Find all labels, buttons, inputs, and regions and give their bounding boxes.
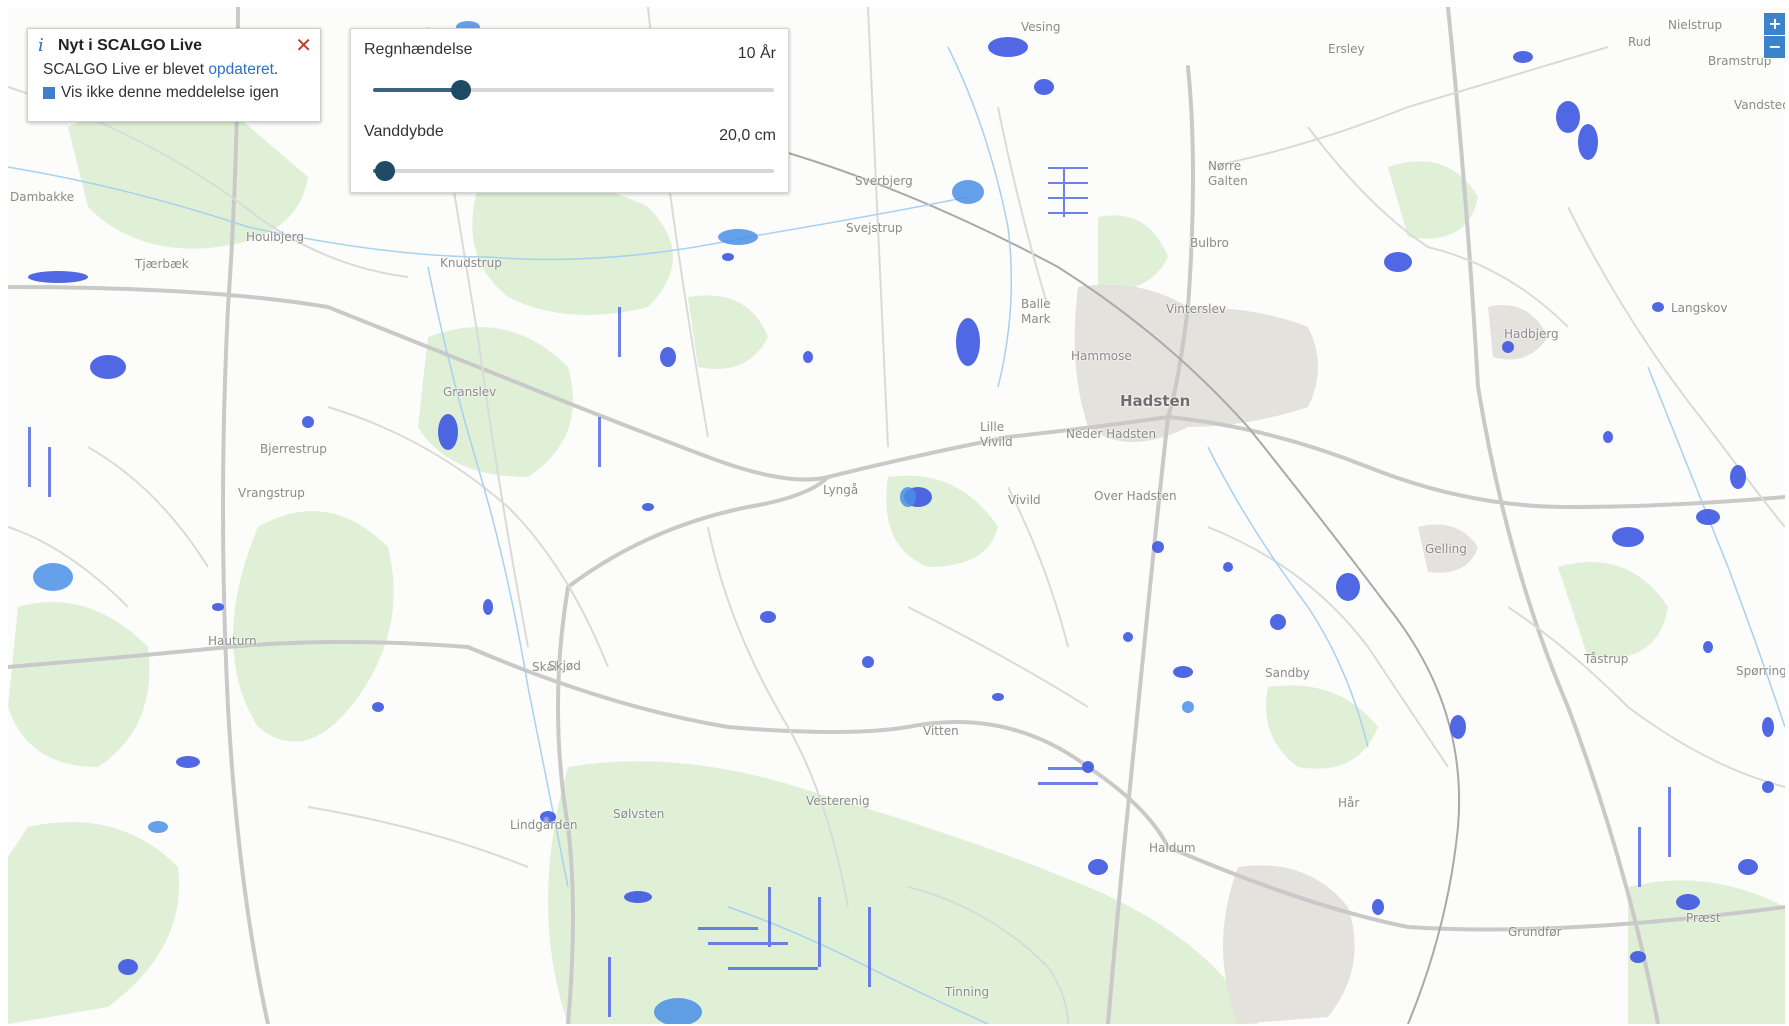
notice-title: Nyt i SCALGO Live xyxy=(58,37,203,54)
place-label: Bjerrestrup xyxy=(260,442,327,456)
flood-parameters-panel: Regnhændelse 10 År Vanddybde 20,0 cm xyxy=(350,28,789,193)
rain-event-slider[interactable] xyxy=(373,80,774,100)
place-label: Bramstrup xyxy=(1708,54,1772,68)
place-label: Lille Vivild xyxy=(980,420,1013,449)
place-label: Sølvsten xyxy=(613,807,665,821)
rain-event-value: 10 År xyxy=(737,45,776,62)
place-label: Lindgården xyxy=(510,818,578,832)
place-label: Hår xyxy=(1338,796,1360,810)
railway-line xyxy=(767,146,1461,1024)
dont-show-again-checkbox[interactable] xyxy=(43,87,55,99)
place-label: Balle Mark xyxy=(1021,297,1051,326)
rain-event-slider-fill xyxy=(373,88,462,92)
notice-message: SCALGO Live er blevet opdateret. xyxy=(43,61,278,79)
major-roads xyxy=(8,7,1785,1024)
place-label: Tåstrup xyxy=(1584,652,1629,666)
place-label: Nielstrup xyxy=(1668,18,1723,32)
dont-show-again-option[interactable]: Vis ikke denne meddelelse igen xyxy=(43,84,279,102)
place-label: Grundfør xyxy=(1508,925,1562,939)
place-label: Hadbjerg xyxy=(1504,327,1559,341)
notice-message-end: . xyxy=(273,61,279,78)
place-label: Dambakke xyxy=(10,190,75,204)
place-label: Svejstrup xyxy=(846,221,903,235)
flood-map[interactable]: Vesing Ersley Nielstrup Rud Bramstrup Va… xyxy=(8,7,1785,1024)
flood-water xyxy=(28,37,1774,975)
dont-show-again-label: Vis ikke denne meddelelse igen xyxy=(61,84,279,101)
place-label: Sandby xyxy=(1265,666,1310,680)
rain-event-slider-handle[interactable] xyxy=(451,80,472,100)
water-depth-value: 20,0 cm xyxy=(719,127,776,144)
place-label: Bulbro xyxy=(1190,236,1229,250)
place-label: Skjød xyxy=(548,659,581,673)
place-label: Vinterslev xyxy=(1166,302,1226,316)
zoom-in-button[interactable]: + xyxy=(1764,13,1785,36)
place-label: Knudstrup xyxy=(440,256,502,270)
water-depth-slider-handle[interactable] xyxy=(375,161,396,181)
place-label: Over Hadsten xyxy=(1094,489,1177,503)
streams xyxy=(8,46,1785,1024)
place-label: Haldum xyxy=(1149,841,1196,855)
place-label: Lyngå xyxy=(823,483,859,497)
zoom-control: + − xyxy=(1764,13,1785,59)
place-label: Tinning xyxy=(945,985,990,999)
place-label: Hauturn xyxy=(208,634,257,648)
info-icon: i xyxy=(38,35,44,56)
news-notice-panel: i Nyt i SCALGO Live ✕ SCALGO Live er ble… xyxy=(27,28,321,122)
place-label: Vrangstrup xyxy=(238,486,305,500)
notice-message-text: SCALGO Live er blevet xyxy=(43,61,209,78)
place-label-major: Hadsten xyxy=(1120,392,1191,410)
place-label: Nørre Galten xyxy=(1208,159,1248,188)
place-label: Houlbjerg xyxy=(246,230,304,244)
water-depth-label: Vanddybde xyxy=(364,123,444,140)
place-label: Spørring xyxy=(1736,664,1785,678)
place-label: Vesing xyxy=(1021,20,1061,34)
forest-areas xyxy=(8,109,1785,1024)
place-label: Langskov xyxy=(1671,301,1728,315)
place-label: Rud xyxy=(1628,35,1652,49)
flood-water-light xyxy=(33,21,1194,1024)
map-base-layer xyxy=(8,7,1785,1024)
place-label: Vandsted xyxy=(1734,98,1785,112)
place-label: Tjærbæk xyxy=(135,257,189,271)
update-link[interactable]: opdateret xyxy=(208,61,274,78)
water-depth-slider[interactable] xyxy=(373,161,774,181)
place-label: Sverbjerg xyxy=(855,174,913,188)
place-label: Gelling xyxy=(1425,542,1467,556)
place-label: Vitten xyxy=(923,724,959,738)
close-icon[interactable]: ✕ xyxy=(295,35,312,57)
place-label: Neder Hadsten xyxy=(1066,427,1157,441)
rain-event-label: Regnhændelse xyxy=(364,41,473,58)
place-label: Granslev xyxy=(443,385,497,399)
place-label: Vesterenig xyxy=(806,794,870,808)
place-label: Præst xyxy=(1686,911,1721,925)
zoom-out-button[interactable]: − xyxy=(1764,36,1785,59)
place-label: Vivild xyxy=(1008,493,1041,507)
flood-patches xyxy=(28,167,1671,1017)
place-label: Ersley xyxy=(1328,42,1365,56)
place-label: Skal xyxy=(532,660,558,674)
place-label: Hammose xyxy=(1071,349,1132,363)
